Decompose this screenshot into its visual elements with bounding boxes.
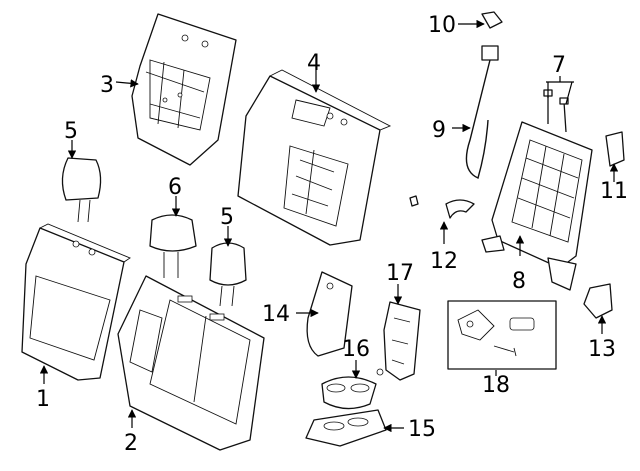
part-18-hardware-kit [447, 300, 557, 370]
callout-5-left: 5 [64, 119, 78, 144]
callout-17: 17 [386, 261, 414, 286]
leader-7 [546, 76, 574, 105]
part-10-clip [481, 11, 503, 29]
part-1-seat-cover [21, 223, 131, 381]
callout-8: 8 [512, 269, 526, 294]
part-8-seat-frame [481, 121, 593, 291]
part-11-bracket [605, 131, 625, 167]
callout-13: 13 [588, 337, 616, 362]
part-15-cup-holder-base [305, 409, 387, 447]
part-6-headrest-center [149, 214, 197, 278]
part-17-bracket [376, 301, 421, 381]
callout-6: 6 [168, 175, 182, 200]
part-14-armrest [306, 271, 353, 357]
part-2-seatback-cover [117, 275, 265, 451]
part-9-cable [465, 45, 499, 179]
leader-lines [39, 19, 619, 433]
callout-15: 15 [408, 417, 436, 442]
callout-14: 14 [262, 302, 290, 327]
part-4-seatback-assembly [237, 69, 392, 246]
part-16-cup-holder [321, 376, 377, 410]
callout-10: 10 [428, 13, 456, 38]
callout-9: 9 [432, 118, 446, 143]
callout-labels: 3 4 5 6 5 1 2 10 7 9 11 12 8 13 14 16 15… [36, 13, 628, 456]
part-5-headrest-right [209, 242, 247, 307]
part-12-hook [409, 195, 475, 219]
callout-7: 7 [552, 53, 566, 78]
callout-4: 4 [307, 51, 321, 76]
callout-18: 18 [482, 373, 510, 398]
callout-2: 2 [124, 431, 138, 456]
callout-5-right: 5 [220, 205, 234, 230]
callout-11: 11 [600, 179, 628, 204]
part-13-latch-cover [583, 283, 613, 319]
callout-1: 1 [36, 387, 50, 412]
part-5-headrest-left [61, 157, 102, 223]
callout-3: 3 [100, 73, 114, 98]
leader-3 [115, 79, 139, 88]
callout-12: 12 [430, 249, 458, 274]
part-3-seatback-frame [131, 13, 237, 166]
callout-16: 16 [342, 337, 370, 362]
